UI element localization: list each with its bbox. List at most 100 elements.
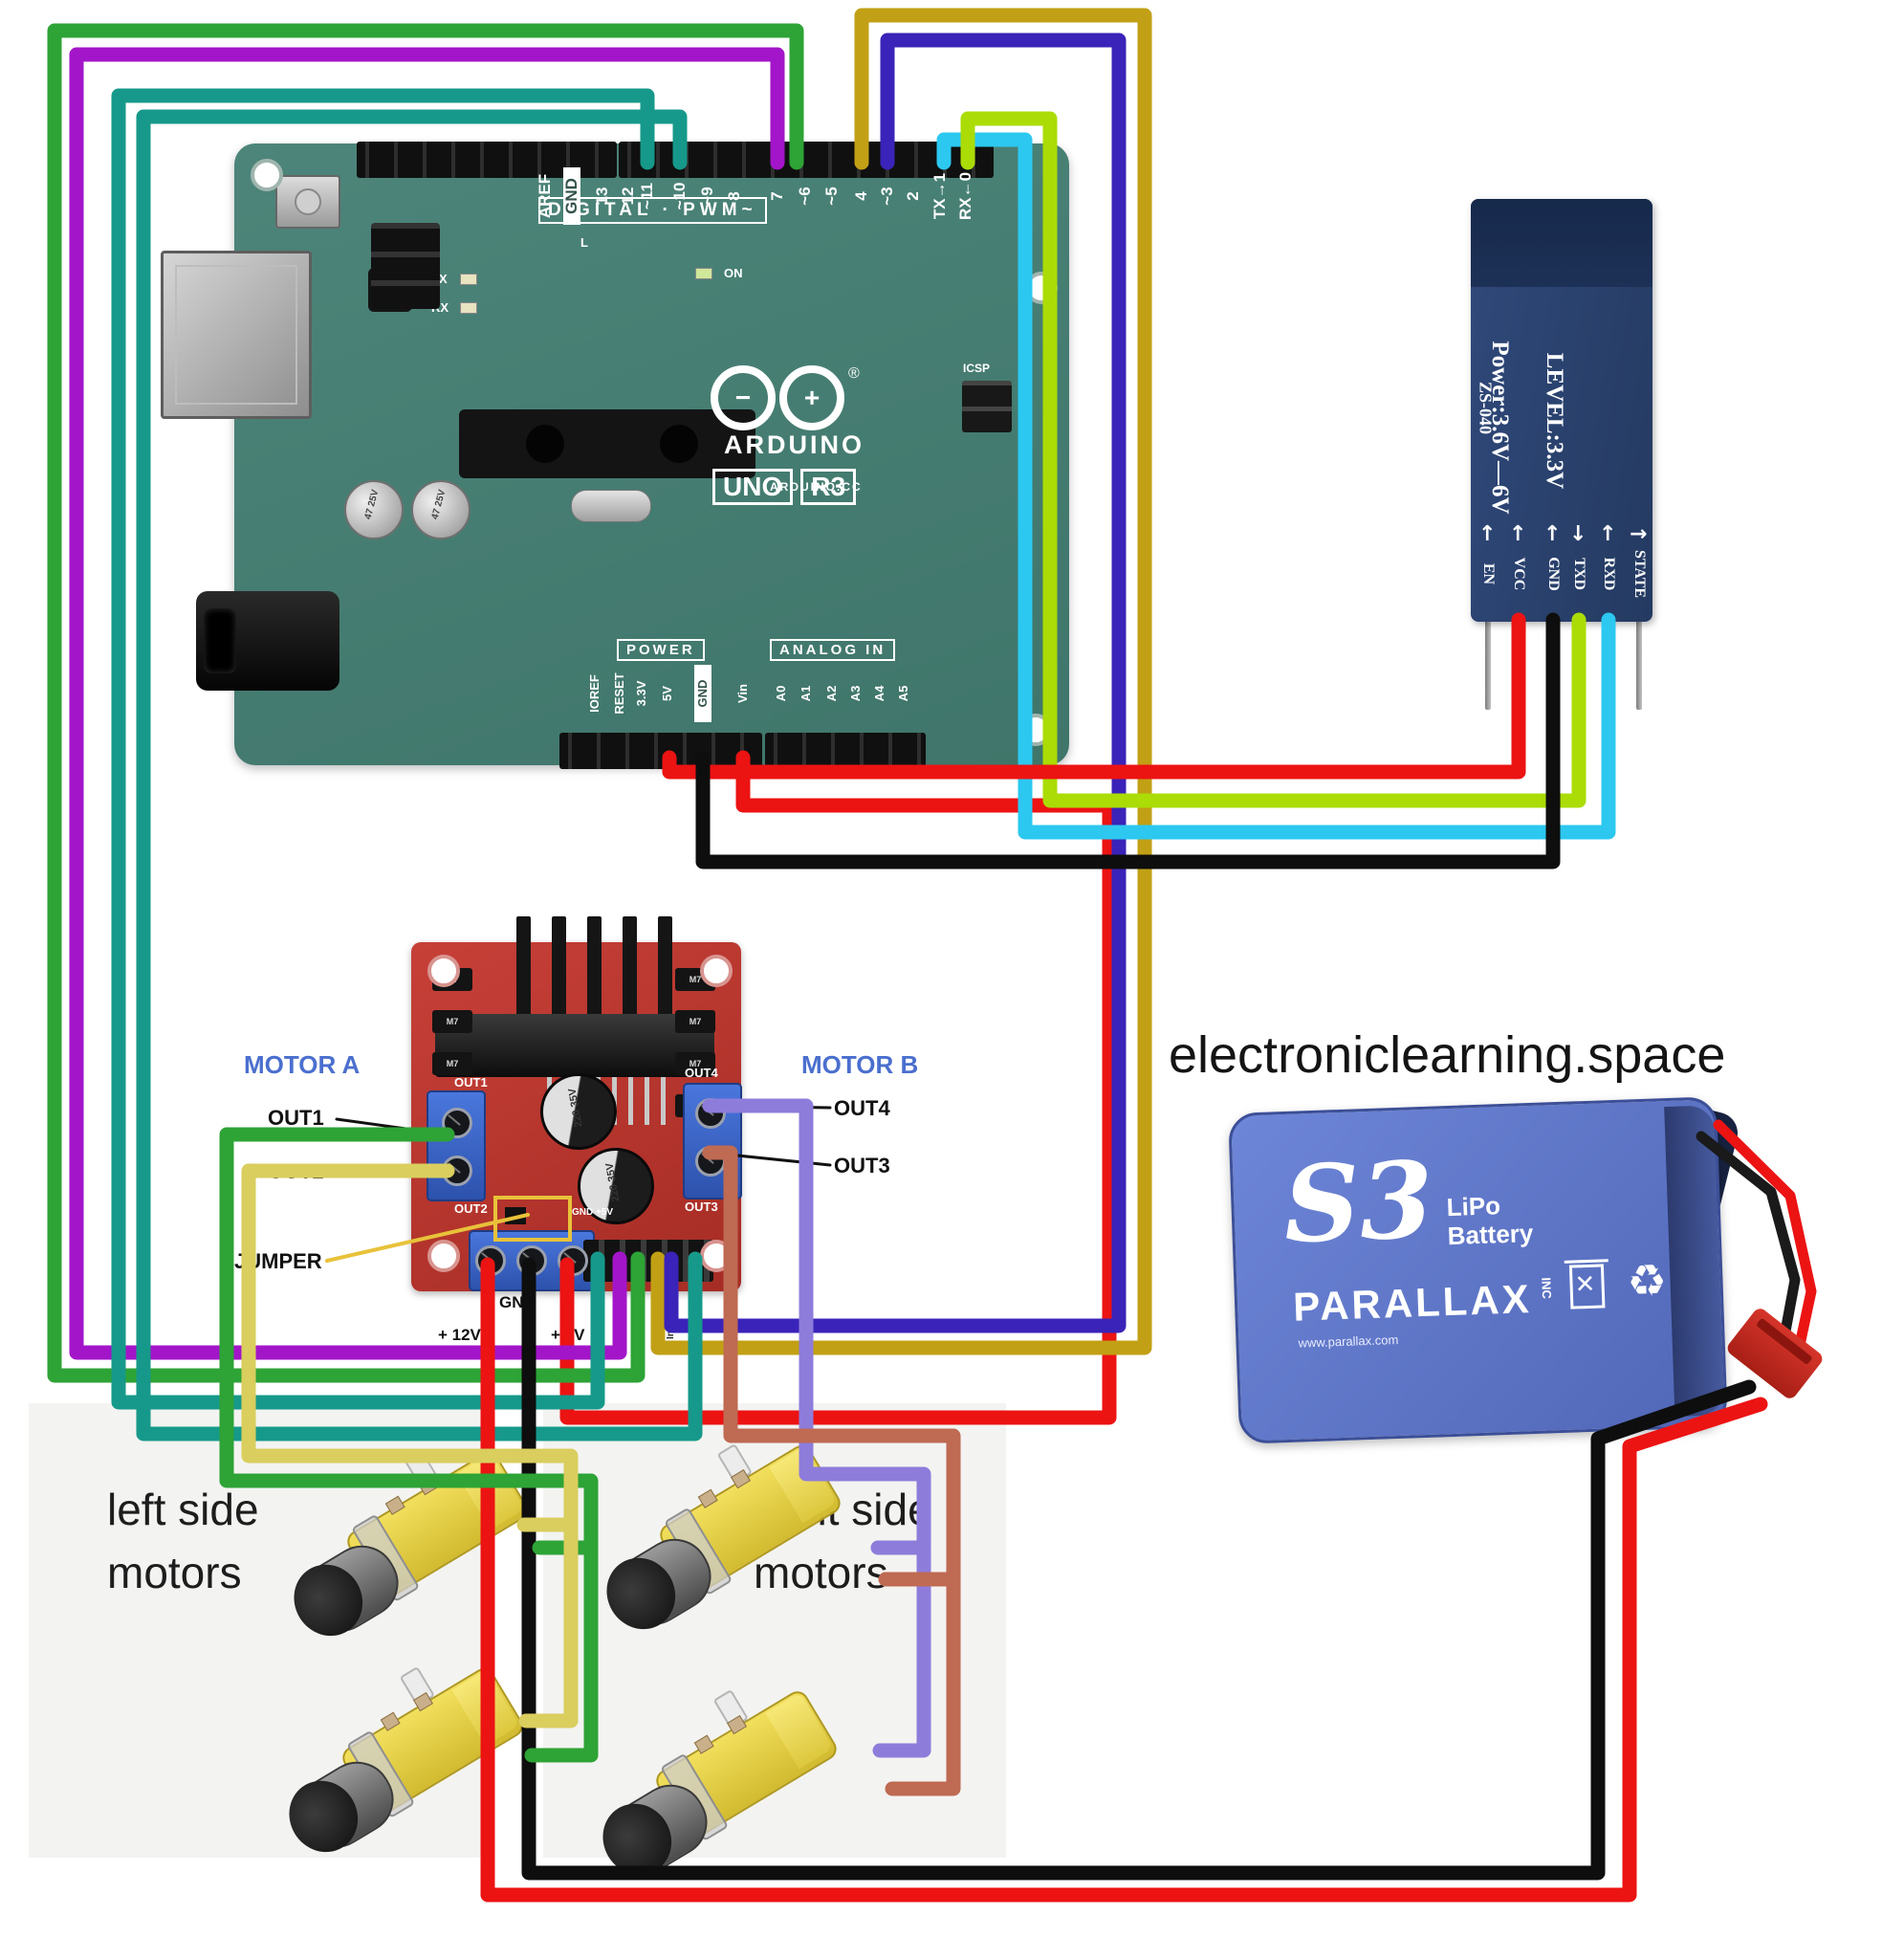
- bluetooth-module: Power:3.6V—6V LEVEL:3.3V ZS-040: [1471, 199, 1652, 622]
- bt-pin-arrow-icon: ↑: [1509, 522, 1527, 546]
- right-motor: [589, 1686, 854, 1888]
- arduino-digital-pin-label: 7: [768, 191, 786, 201]
- bt-pin-txd: [1576, 620, 1582, 710]
- mount-hole: [700, 955, 733, 987]
- right-motor: [593, 1441, 858, 1642]
- icsp-label: ICSP: [963, 362, 991, 375]
- arduino-brand: ARDUINO: [724, 430, 864, 459]
- 12v-terminal-label: + 12V: [438, 1326, 481, 1344]
- terminal-screw: [516, 1245, 547, 1276]
- bt-pin-label-rxd: RXD: [1601, 557, 1617, 591]
- mount-hole: [1025, 272, 1058, 304]
- diode-m7: M7: [432, 1052, 472, 1075]
- power-jack: [196, 591, 339, 691]
- usb-connector: [161, 251, 312, 419]
- website-watermark: electroniclearning.space: [1169, 1026, 1726, 1084]
- motor-b-label: MOTOR B: [801, 1050, 919, 1079]
- bt-pin-label-en: EN: [1480, 562, 1497, 585]
- left-motor: [275, 1663, 540, 1865]
- weee-bin-icon: [1568, 1264, 1606, 1310]
- motor-a-label: MOTOR A: [244, 1050, 361, 1079]
- left-motors-caption: left side motors: [107, 1478, 259, 1604]
- icsp-header: [962, 381, 1012, 432]
- l-led-label: L: [580, 235, 588, 250]
- arduino-digital-pin-label: ~6: [796, 187, 814, 206]
- arduino-digital-pin-label: TX→1: [930, 172, 949, 220]
- on-label: ON: [724, 266, 743, 280]
- bt-pin-label-txd: TXD: [1571, 558, 1587, 590]
- bt-level-rating: LEVEL:3.3V: [1542, 352, 1567, 490]
- bt-pin-arrow-icon: ↓: [1569, 522, 1587, 546]
- input-header: [583, 1240, 713, 1282]
- bt-pin-arrow-icon: ↑: [1599, 522, 1617, 546]
- left-caption-line2: motors: [107, 1548, 242, 1597]
- arduino-analog-pin-label: A1: [799, 685, 813, 702]
- battery-brand-suffix: INC: [1539, 1277, 1555, 1300]
- heatsink-fin: [658, 916, 672, 1016]
- arduino-digital-pin-label: ~9: [698, 187, 716, 206]
- board-out2-label: OUT2: [454, 1201, 488, 1216]
- crystal-oscillator: [571, 490, 651, 522]
- l298-input-label: Input1: [614, 1310, 624, 1339]
- arduino-digital-pin-label: 13: [593, 187, 611, 206]
- terminal-screw: [475, 1245, 506, 1276]
- arduino-analog-pin-label: A5: [896, 685, 910, 702]
- mount-hole: [427, 1240, 460, 1272]
- board-jumper-pins-label: GND +5V: [572, 1207, 614, 1218]
- lipo-battery: S3 LiPo Battery PARALLAX INC www.paralla…: [1228, 1096, 1728, 1444]
- arduino-digital-pin-label: RX←0: [956, 171, 974, 221]
- terminal-screw: [442, 1156, 472, 1186]
- l298-input-label: Input2: [632, 1310, 643, 1339]
- bt-pin-gnd: [1550, 620, 1556, 710]
- heatsink-fin: [552, 916, 566, 1016]
- heatsink-fin: [623, 916, 637, 1016]
- board-out3-label: OUT3: [685, 1200, 718, 1214]
- board-out1-label: OUT1: [454, 1075, 488, 1090]
- bt-model-number: ZS-040: [1476, 381, 1496, 434]
- bt-pin-rxd: [1606, 620, 1611, 710]
- rx-led-icon: [460, 302, 477, 314]
- battery-url: www.parallax.com: [1298, 1332, 1399, 1351]
- on-led-icon: [695, 268, 712, 279]
- terminal-screw: [558, 1245, 588, 1276]
- arduino-power-pin-label: RESET: [612, 672, 626, 715]
- bt-pin-state: [1636, 620, 1642, 710]
- arduino-power-pin-label: 3.3V: [634, 680, 648, 707]
- arduino-analog-pin-label: A4: [872, 685, 886, 702]
- arduino-analog-pin-label: A2: [824, 685, 839, 702]
- arduino-power-pin-label: Vin: [735, 684, 750, 703]
- battery-type: LiPo Battery: [1446, 1190, 1534, 1250]
- arduino-analog-pin-label: A0: [774, 685, 788, 702]
- power-section-label: POWER: [617, 639, 705, 661]
- analog-header: [765, 733, 926, 769]
- out4-annotation: OUT4: [834, 1096, 890, 1120]
- logo-plus-ring: +: [779, 365, 844, 430]
- tx-led-icon: [460, 274, 477, 285]
- bt-radio-shield: [1471, 199, 1652, 287]
- mount-hole: [1019, 714, 1052, 746]
- terminal-screw: [695, 1146, 726, 1177]
- bt-pin-arrow-icon: ↑: [1543, 522, 1562, 546]
- arduino-digital-pin-label: ~5: [822, 187, 841, 206]
- arduino-power-pin-label: GND: [694, 665, 711, 722]
- registered-icon: ®: [848, 365, 860, 382]
- arduino-logo-icon: − + ®: [711, 365, 860, 430]
- arduino-digital-pin-label: 8: [725, 191, 743, 201]
- arduino-cc-label: ARDUINO.CC: [770, 480, 863, 494]
- reset-button: [275, 175, 340, 229]
- out1-annotation: OUT1: [268, 1106, 324, 1130]
- bt-pin-vcc: [1516, 620, 1521, 710]
- arduino-digital-pin-label: ~11: [638, 183, 656, 209]
- arduino-digital-pin-label: GND: [562, 167, 580, 225]
- diode-m7: M7: [675, 1010, 715, 1033]
- bt-pin-arrow-icon: →: [1630, 522, 1648, 546]
- heatsink-fin: [587, 916, 602, 1016]
- battery-type-line1: LiPo: [1446, 1191, 1501, 1222]
- heatsink-fin: [516, 916, 531, 1016]
- arduino-power-pin-label: IOREF: [587, 674, 602, 713]
- bt-pin-label-vcc: VCC: [1511, 557, 1527, 591]
- logo-minus-ring: −: [711, 365, 776, 430]
- jp2-header: [371, 223, 440, 309]
